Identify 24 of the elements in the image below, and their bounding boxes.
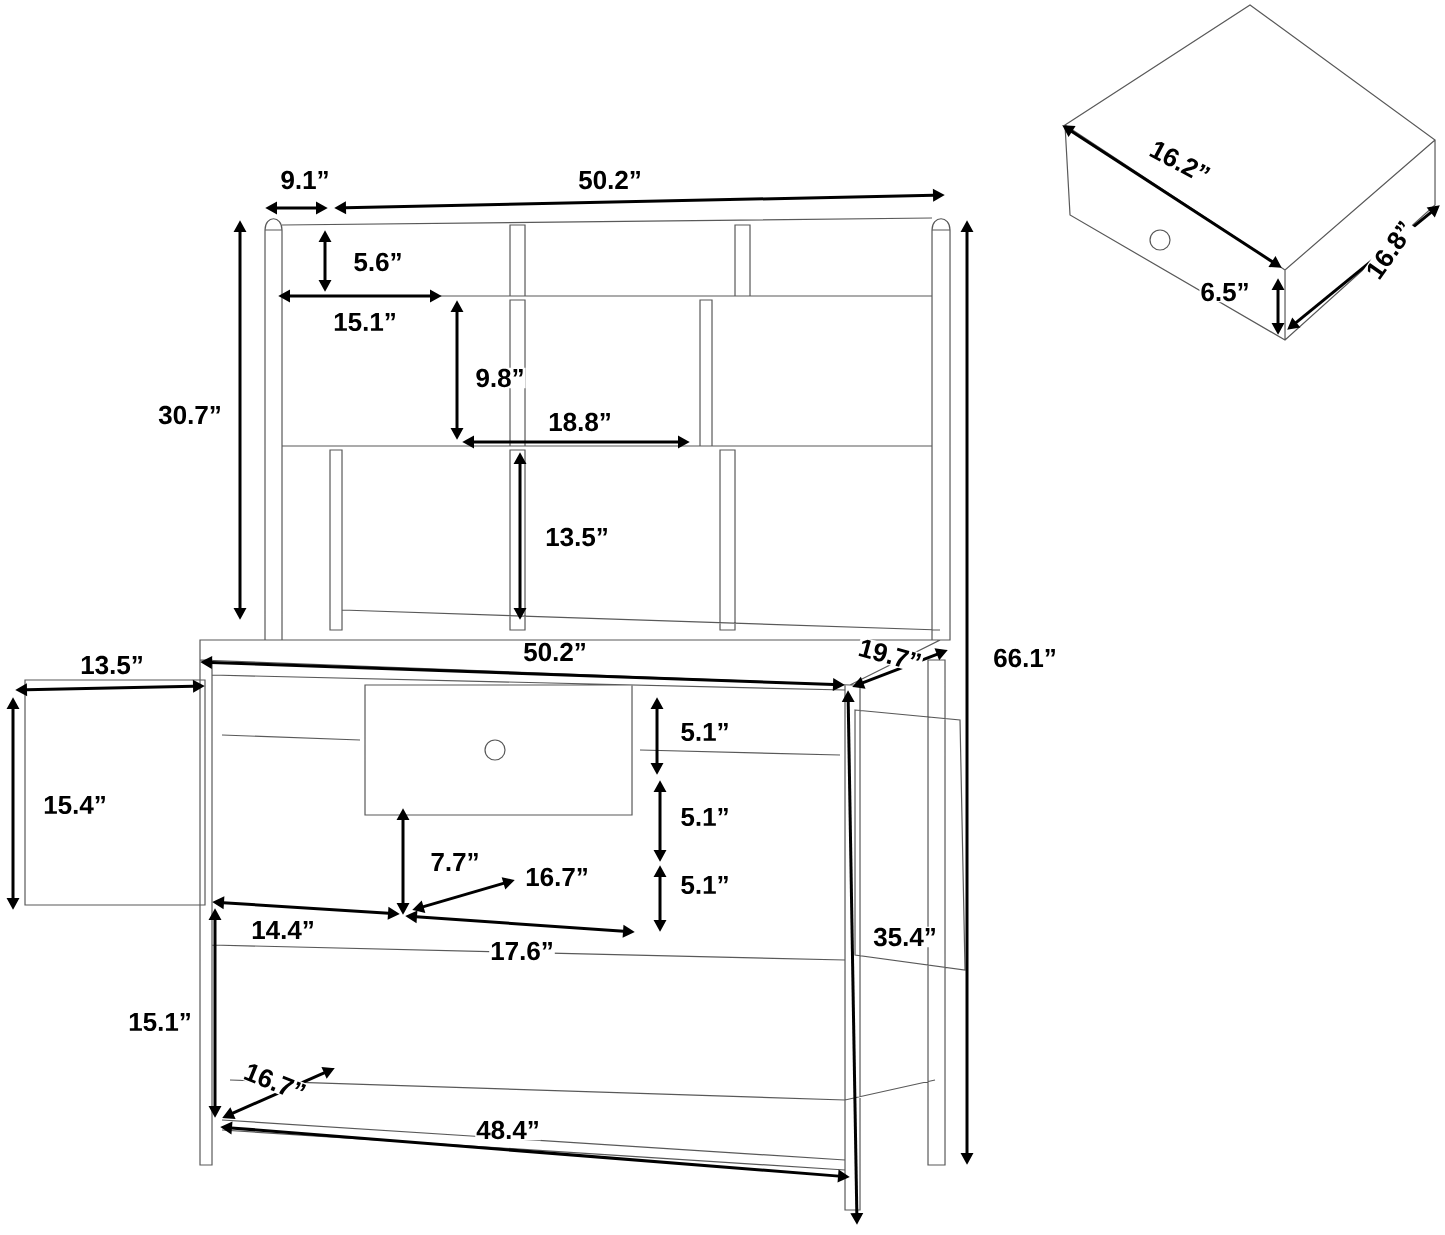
- dimension-label: 15.4”: [42, 794, 108, 816]
- dimension-label: 6.5”: [1199, 281, 1251, 303]
- dimension-label: 13.5”: [544, 526, 610, 548]
- dimension-label: 14.4”: [250, 920, 316, 940]
- dimension-label: 5.1”: [679, 806, 731, 828]
- dimension-label: 35.4”: [872, 926, 938, 948]
- dimension-label: 15.1”: [127, 1011, 193, 1033]
- dimension-label: 16.7”: [240, 1060, 310, 1104]
- dimension-label: 16.2”: [1146, 137, 1214, 187]
- dimension-label: 17.6”: [489, 940, 555, 962]
- dimension-label: 5.6”: [352, 251, 404, 273]
- dimension-label: 66.1”: [992, 647, 1058, 669]
- dimension-label: 19.7”: [855, 636, 925, 674]
- dimension-label: 9.8”: [474, 367, 526, 389]
- dimension-label: 5.1”: [679, 874, 731, 896]
- dimension-label: 5.1”: [679, 721, 731, 743]
- dimension-label: 50.2”: [577, 169, 643, 191]
- dimension-label: 7.7”: [429, 852, 481, 872]
- dimension-label: 13.5”: [79, 654, 145, 676]
- dimension-label: 16.7”: [524, 866, 590, 888]
- dimension-label: 9.1”: [279, 169, 331, 191]
- dimension-label: 18.8”: [547, 411, 613, 433]
- dimension-label: 30.7”: [157, 404, 223, 426]
- dimension-label: 15.1”: [332, 311, 398, 333]
